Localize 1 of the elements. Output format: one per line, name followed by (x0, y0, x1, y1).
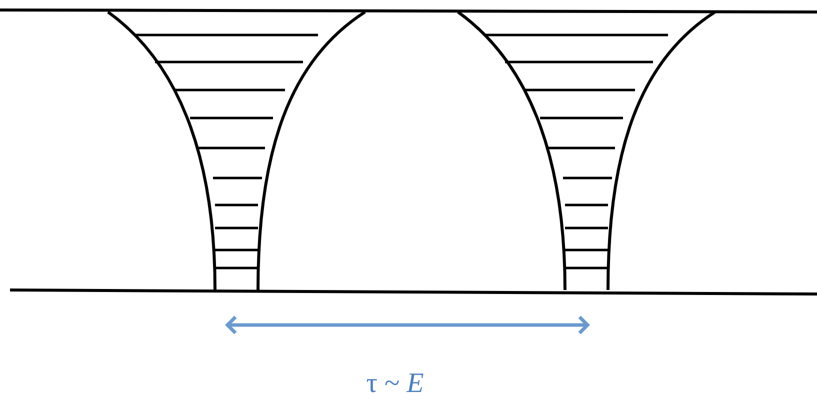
formula-label: τ ~ E (366, 374, 424, 392)
